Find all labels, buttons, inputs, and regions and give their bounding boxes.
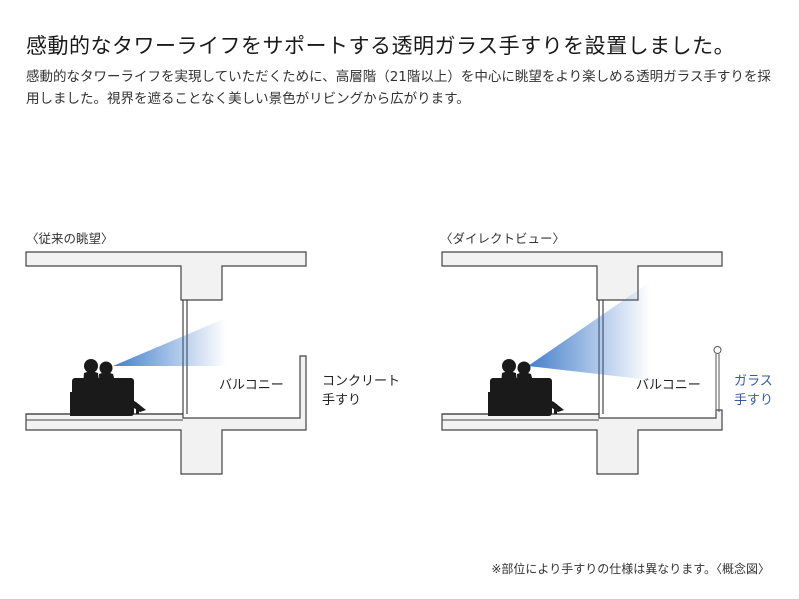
right-upper-slab	[441, 251, 723, 301]
concrete-railing-label-2: 手すり	[322, 393, 362, 408]
left-view-beam	[113, 318, 226, 366]
left-upper-slab	[25, 251, 307, 301]
page-description: 感動的なタワーライフを実現していただくために、高層階（21階以上）を中心に眺望を…	[26, 69, 771, 107]
glass-railing-cap	[713, 346, 722, 354]
page-title: 感動的なタワーライフをサポートする透明ガラス手すりを設置しました。	[26, 34, 736, 58]
right-balcony-label: バルコニー	[636, 378, 701, 393]
left-people-silhouette	[70, 359, 146, 416]
left-lower-slab	[25, 355, 307, 475]
left-panel-label: 〈従来の眺望〉	[26, 231, 114, 246]
right-panel-label: 〈ダイレクトビュー〉	[440, 231, 566, 246]
right-people-silhouette	[488, 359, 564, 416]
glass-railing-label-1: ガラス	[734, 374, 773, 389]
footnote: ※部位により手すりの仕様は異なります。〈概念図〉	[491, 562, 770, 576]
left-balcony-label: バルコニー	[219, 378, 284, 393]
right-lower-slab	[441, 409, 723, 475]
right-view-beam	[528, 282, 650, 380]
concrete-railing-label-1: コンクリート	[322, 374, 401, 389]
glass-railing-label-2: 手すり	[734, 393, 774, 408]
